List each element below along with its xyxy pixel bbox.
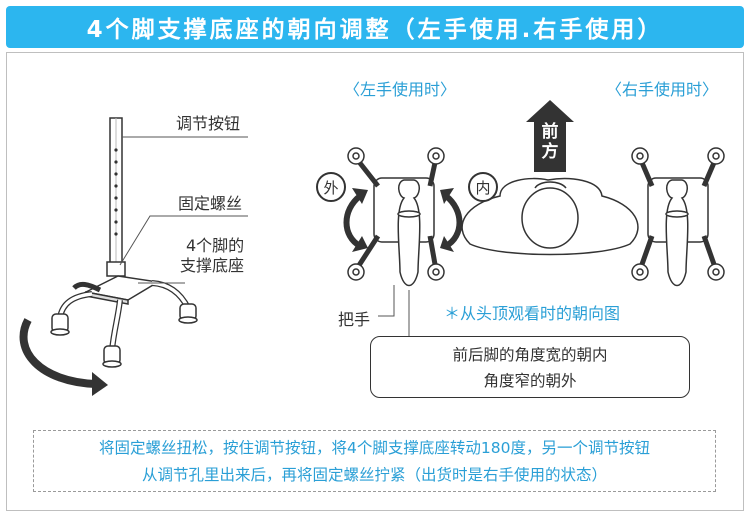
top-view-caption: ＊从头顶观看时的朝向图: [444, 304, 621, 323]
base-label-line2: 支撑底座: [180, 256, 245, 275]
front-label: 前 方: [535, 122, 565, 162]
front-arrow-icon: [526, 100, 574, 172]
rotate-arrow-icon: [19, 318, 97, 388]
cane-illustration: [50, 117, 198, 368]
page-title: 4个脚支撑底座的朝向调整（左手使用.右手使用）: [6, 6, 744, 48]
instructions-line1: 将固定螺丝扭松，按住调节按钮，将4个脚支撑底座转动180度，另一个调节按钮: [99, 439, 650, 457]
inside-label: 内: [475, 178, 491, 197]
front-label-line1: 前: [541, 122, 559, 142]
left-use-heading: 〈左手使用时〉: [344, 80, 457, 99]
diagram-panel: [6, 52, 744, 511]
handle-label: 把手: [338, 310, 371, 329]
adjust-button-label: 调节按钮: [176, 114, 241, 133]
angle-note-line2: 角度窄的朝外: [483, 372, 577, 390]
right-use-heading: 〈右手使用时〉: [606, 80, 719, 99]
instructions-box: 将固定螺丝扭松，按住调节按钮，将4个脚支撑底座转动180度，另一个调节按钮 从调…: [33, 430, 716, 492]
fixing-screw-label: 固定螺丝: [178, 194, 243, 213]
head-top-view: [461, 177, 639, 256]
angle-note-box: 前后脚的角度宽的朝内 角度窄的朝外: [370, 336, 690, 398]
front-label-line2: 方: [541, 142, 559, 162]
outside-label: 外: [323, 178, 339, 197]
inside-badge: 内: [468, 172, 498, 202]
left-hand-top-view: [347, 147, 445, 287]
angle-note-line1: 前后脚的角度宽的朝内: [452, 346, 608, 364]
right-hand-top-view: [631, 147, 725, 287]
outside-badge: 外: [316, 172, 346, 202]
rotate-arrow-head-icon: [92, 372, 108, 396]
rotation-arrows-icon: [343, 193, 463, 249]
base-label-line1: 4个脚的: [186, 236, 245, 255]
instructions-line2: 从调节孔里出来后，再将固定螺丝拧紧（出货时是右手使用的状态）: [141, 466, 607, 484]
